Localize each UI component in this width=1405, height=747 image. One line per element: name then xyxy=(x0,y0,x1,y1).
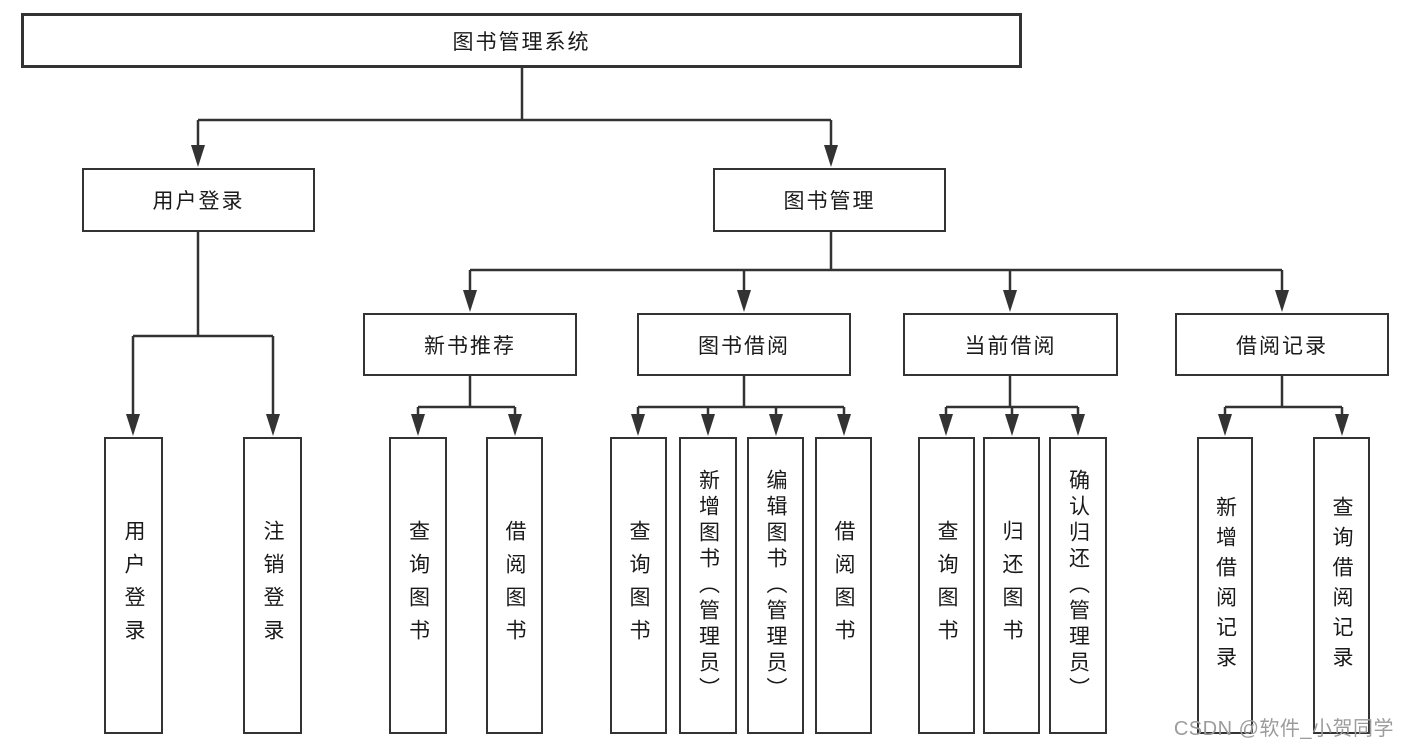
arrow-icon xyxy=(631,414,645,436)
arrow-icon xyxy=(1005,414,1019,436)
leaf-borrow-books-borrow: 借阅图书 xyxy=(815,437,872,734)
arrow-icon xyxy=(737,290,751,312)
arrow-icon xyxy=(824,145,838,167)
node-label: 新增图书（管理员） xyxy=(696,468,720,703)
node-label: 图书借阅 xyxy=(698,334,790,358)
connector-root-to-level2 xyxy=(196,68,833,150)
arrow-icon xyxy=(939,414,953,436)
node-label: 新书推荐 xyxy=(424,334,516,358)
node-label: 查询图书 xyxy=(935,519,958,652)
node-label: 查询借阅记录 xyxy=(1330,495,1353,676)
arrow-icon xyxy=(1335,414,1349,436)
leaf-logout-login: 注销登录 xyxy=(243,437,302,734)
node-label: 当前借阅 xyxy=(964,334,1057,358)
leaf-add-borrow-record: 新增借阅记录 xyxy=(1197,437,1253,734)
csdn-watermark: CSDN @软件_小贺同学 xyxy=(1173,718,1394,740)
leaf-add-book-admin: 新增图书（管理员） xyxy=(679,437,737,734)
connector-bookborrow-children xyxy=(636,376,846,420)
node-label: 新增借阅记录 xyxy=(1213,495,1237,676)
arrow-icon xyxy=(769,414,783,436)
leaf-borrow-books-recommend: 借阅图书 xyxy=(486,437,543,734)
node-label: 借阅图书 xyxy=(832,519,855,652)
leaf-return-books: 归还图书 xyxy=(983,437,1040,734)
arrow-icon xyxy=(1275,290,1289,312)
leaf-query-borrow-record: 查询借阅记录 xyxy=(1313,437,1370,734)
arrow-icon xyxy=(126,414,140,436)
leaf-confirm-return-admin: 确认归还（管理员） xyxy=(1049,437,1107,734)
leaf-query-books-recommend: 查询图书 xyxy=(389,437,447,734)
arrow-icon xyxy=(191,145,205,167)
arrow-icon xyxy=(508,414,522,436)
node-label: 用户登录 xyxy=(122,519,145,652)
leaf-edit-book-admin: 编辑图书（管理员） xyxy=(747,437,804,734)
connector-borrowrecord-children xyxy=(1223,376,1344,420)
arrow-icon xyxy=(266,414,280,436)
node-new-book-recommend-group: 新书推荐 xyxy=(363,313,577,376)
leaf-user-login: 用户登录 xyxy=(104,437,163,734)
connector-bookmgmt-to-groups xyxy=(468,232,1284,296)
node-label: 借阅记录 xyxy=(1236,334,1328,358)
node-label: 编辑图书（管理员） xyxy=(764,468,787,703)
node-label: 归还图书 xyxy=(1000,519,1023,652)
node-borrow-record-group: 借阅记录 xyxy=(1175,313,1389,376)
connector-currentborrow-children xyxy=(944,376,1080,420)
node-label: 查询图书 xyxy=(627,519,650,652)
arrow-icon xyxy=(1003,290,1017,312)
node-label: 查询图书 xyxy=(406,519,430,652)
node-library-system-root: 图书管理系统 xyxy=(21,13,1022,68)
node-label: 用户登录 xyxy=(152,190,245,213)
arrowheads xyxy=(126,145,1349,436)
arrow-icon xyxy=(1071,414,1085,436)
leaf-query-books-current: 查询图书 xyxy=(918,437,975,734)
node-label: 确认归还（管理员） xyxy=(1066,468,1090,703)
arrow-icon xyxy=(701,414,715,436)
node-label: 图书管理系统 xyxy=(452,30,591,54)
arrow-icon xyxy=(411,414,425,436)
leaf-query-books-borrow: 查询图书 xyxy=(610,437,667,734)
node-label: 借阅图书 xyxy=(503,519,526,652)
node-book-management-branch: 图书管理 xyxy=(713,168,946,232)
node-label: 注销登录 xyxy=(261,519,284,652)
connector-userlogin-children xyxy=(131,232,275,420)
connector-newbook-children xyxy=(416,376,517,420)
arrow-icon xyxy=(1218,414,1232,436)
node-book-borrow-group: 图书借阅 xyxy=(637,313,851,376)
node-current-borrow-group: 当前借阅 xyxy=(903,313,1118,376)
arrow-icon xyxy=(463,290,477,312)
node-user-login-branch: 用户登录 xyxy=(82,168,315,232)
node-label: 图书管理 xyxy=(783,190,876,213)
arrow-icon xyxy=(837,414,851,436)
